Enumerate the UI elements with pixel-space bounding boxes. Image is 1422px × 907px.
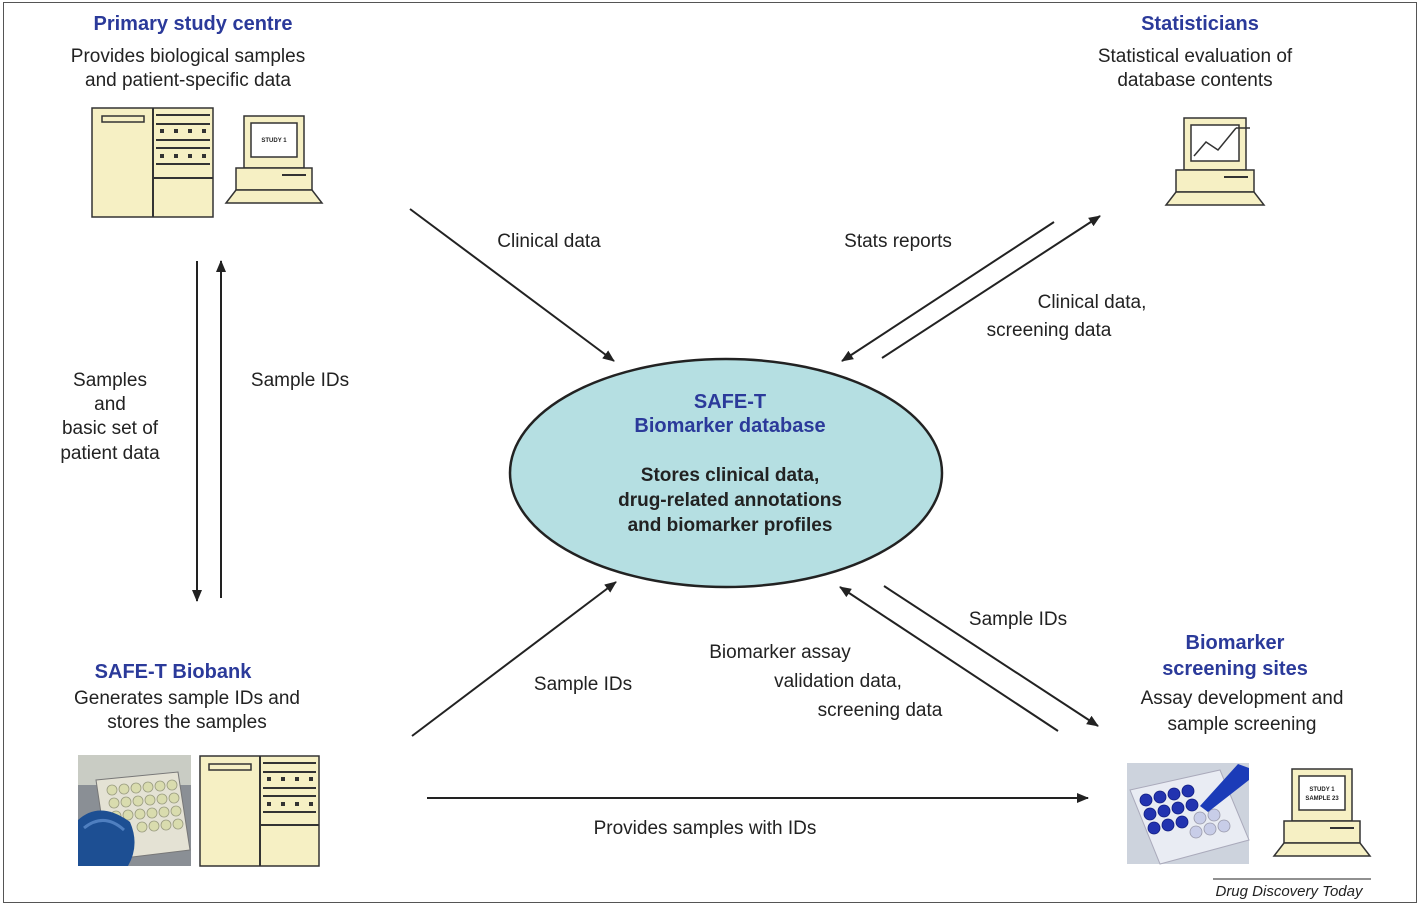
computer-icon: STUDY 1 SAMPLE 23 [1272, 768, 1372, 857]
arrow-screening-to-db [839, 586, 1059, 732]
database-title-1: SAFE-T [694, 391, 766, 413]
figure-frame [3, 2, 1417, 903]
screening-computer-screen-text-2: SAMPLE 23 [1305, 796, 1339, 802]
source-credit: Drug Discovery Today [1213, 878, 1371, 900]
biobank-title: SAFE-T Biobank [95, 661, 253, 683]
label-clinical-screening-2: screening data [987, 320, 1112, 341]
freezer-cabinet-icon [91, 107, 214, 218]
database-desc-2: drug-related annotations [618, 490, 842, 511]
node-database: SAFE-T Biomarker database Stores clinica… [508, 357, 944, 589]
screening-title-1: Biomarker [1186, 632, 1285, 654]
label-assay-3: screening data [818, 700, 943, 721]
primary-centre-desc-2: and patient-specific data [85, 70, 291, 91]
label-clinical-data: Clinical data [497, 231, 601, 252]
arrow-biobank-to-db [411, 581, 617, 737]
node-primary-study-centre: Primary study centre Provides biological… [71, 13, 324, 218]
biobank-desc-1: Generates sample IDs and [74, 688, 300, 709]
arrow-stats-to-db [841, 221, 1055, 362]
edges [192, 208, 1101, 803]
freezer-cabinet-icon [199, 755, 320, 867]
label-samples-3: basic set of [62, 418, 159, 439]
computer-chart-icon [1164, 117, 1266, 206]
primary-computer-screen-text: STUDY 1 [261, 138, 287, 144]
screening-desc-1: Assay development and [1141, 688, 1344, 709]
screening-title-2: screening sites [1162, 658, 1308, 680]
arrow-centre-to-db [409, 208, 615, 362]
node-screening-sites: Biomarker screening sites Assay developm… [1127, 632, 1372, 865]
database-desc-3: and biomarker profiles [628, 515, 833, 536]
label-samples-4: patient data [60, 443, 160, 464]
label-sample-ids-db-screening: Sample IDs [969, 609, 1067, 630]
screening-computer-screen-text-1: STUDY 1 [1309, 787, 1335, 793]
edge-labels: Clinical data Stats reports Clinical dat… [60, 231, 1146, 839]
label-samples-2: and [94, 394, 126, 415]
label-assay-2: validation data, [774, 671, 902, 692]
assay-plate-photo [1127, 763, 1250, 865]
statisticians-desc-1: Statistical evaluation of [1098, 46, 1293, 67]
screening-desc-2: sample screening [1168, 714, 1317, 735]
arrow-db-to-stats [881, 215, 1101, 359]
label-samples-1: Samples [73, 370, 147, 391]
label-sample-ids-biobank-db: Sample IDs [534, 674, 632, 695]
label-stats-reports: Stats reports [844, 231, 952, 252]
node-statisticians: Statisticians Statistical evaluation of … [1098, 13, 1293, 206]
primary-centre-desc-1: Provides biological samples [71, 46, 305, 67]
label-sample-ids-up: Sample IDs [251, 370, 349, 391]
statisticians-title: Statisticians [1141, 13, 1259, 35]
database-desc-1: Stores clinical data, [641, 465, 819, 486]
node-biobank: SAFE-T Biobank Generates sample IDs and … [74, 661, 320, 867]
computer-icon: STUDY 1 [224, 115, 324, 204]
statisticians-desc-2: database contents [1117, 70, 1272, 91]
database-ellipse [508, 357, 944, 589]
database-title-2: Biomarker database [634, 415, 825, 437]
sample-rack-photo [78, 755, 191, 866]
label-clinical-screening-1: Clinical data, [1038, 292, 1147, 313]
biobank-desc-2: stores the samples [107, 712, 266, 733]
label-provides-samples: Provides samples with IDs [594, 818, 817, 839]
primary-centre-title: Primary study centre [94, 13, 293, 35]
source-text: Drug Discovery Today [1215, 883, 1364, 900]
arrow-db-to-screening [883, 585, 1099, 727]
label-assay-1: Biomarker assay [709, 642, 851, 663]
